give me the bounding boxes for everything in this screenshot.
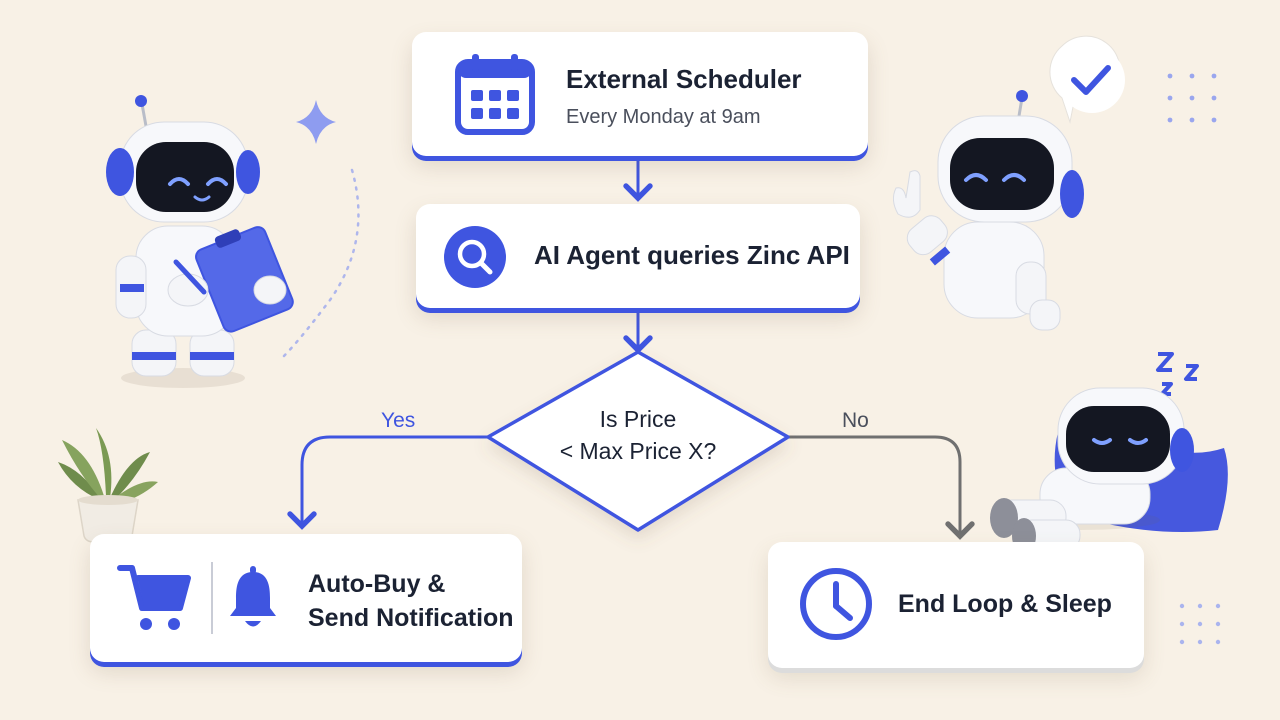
arrow-yes-branch xyxy=(287,435,490,530)
node-external-scheduler: External Scheduler Every Monday at 9am xyxy=(412,32,868,156)
zzz-icon xyxy=(1156,352,1199,396)
node-end-loop: End Loop & Sleep xyxy=(768,542,1144,668)
end-loop-label: End Loop & Sleep xyxy=(898,590,1112,618)
buy-line2: Send Notification xyxy=(308,604,514,632)
query-label: AI Agent queries Zinc API xyxy=(534,240,850,270)
calendar-icon xyxy=(455,54,535,135)
search-icon xyxy=(444,226,506,288)
scheduler-subtitle: Every Monday at 9am xyxy=(566,106,761,128)
dot-grid-bottom-right xyxy=(1179,603,1221,645)
clock-icon xyxy=(800,568,872,640)
potted-plant xyxy=(58,428,158,543)
node-auto-buy: Auto-Buy & Send Notification xyxy=(90,534,522,662)
decision-line1: Is Price xyxy=(599,406,677,432)
arrow-no-branch xyxy=(788,435,975,540)
divider xyxy=(211,562,213,634)
robot-clipboard xyxy=(106,95,294,388)
node-agent-query: AI Agent queries Zinc API xyxy=(416,204,860,308)
decision-line2: < Max Price X? xyxy=(559,438,717,464)
bell-icon xyxy=(230,566,276,627)
cart-icon xyxy=(117,565,191,630)
sparkle-icon xyxy=(296,100,336,144)
check-bubble-icon xyxy=(1049,35,1125,124)
scheduler-title: External Scheduler xyxy=(566,64,802,94)
no-label: No xyxy=(842,409,869,432)
robot-pointing xyxy=(892,90,1084,331)
dot-grid-top-right xyxy=(1167,73,1217,123)
robot-sleeping xyxy=(990,387,1228,554)
yes-label: Yes xyxy=(381,409,416,432)
buy-line1: Auto-Buy & xyxy=(308,570,446,598)
